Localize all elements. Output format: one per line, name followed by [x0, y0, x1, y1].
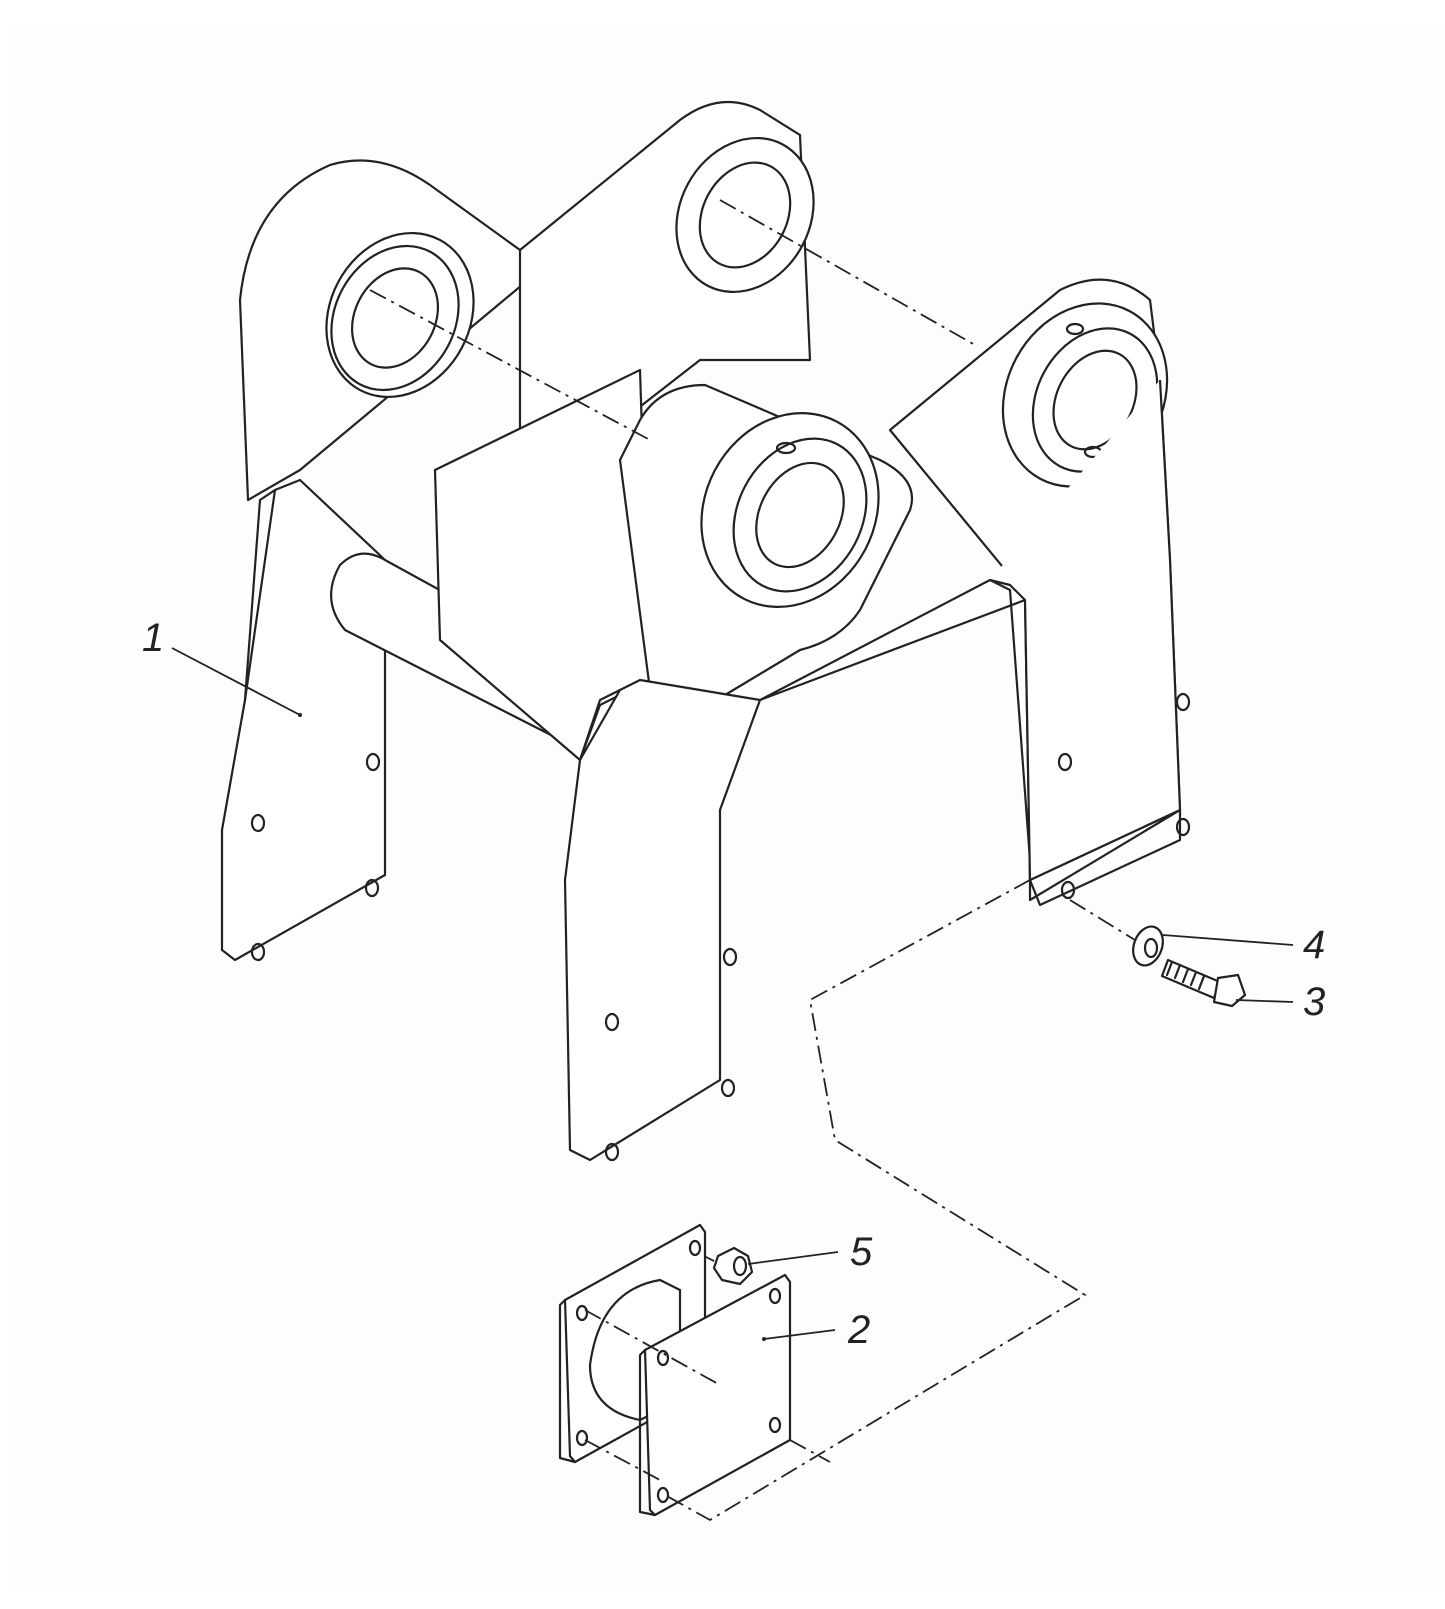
- callout-3: 3: [1303, 980, 1326, 1024]
- washer-part-4: [1069, 899, 1164, 967]
- callout-4: 4: [1303, 923, 1326, 967]
- assembly-path-line: [664, 879, 1087, 1522]
- leader-lines: [171, 647, 1294, 1341]
- bolt-part-3: [1160, 958, 1247, 1008]
- callout-5: 5: [850, 1230, 873, 1274]
- callout-2: 2: [848, 1308, 871, 1352]
- callout-1: 1: [142, 616, 165, 660]
- main-frame-part-1: [220, 100, 1191, 1162]
- mount-block-part-2: [558, 1223, 792, 1517]
